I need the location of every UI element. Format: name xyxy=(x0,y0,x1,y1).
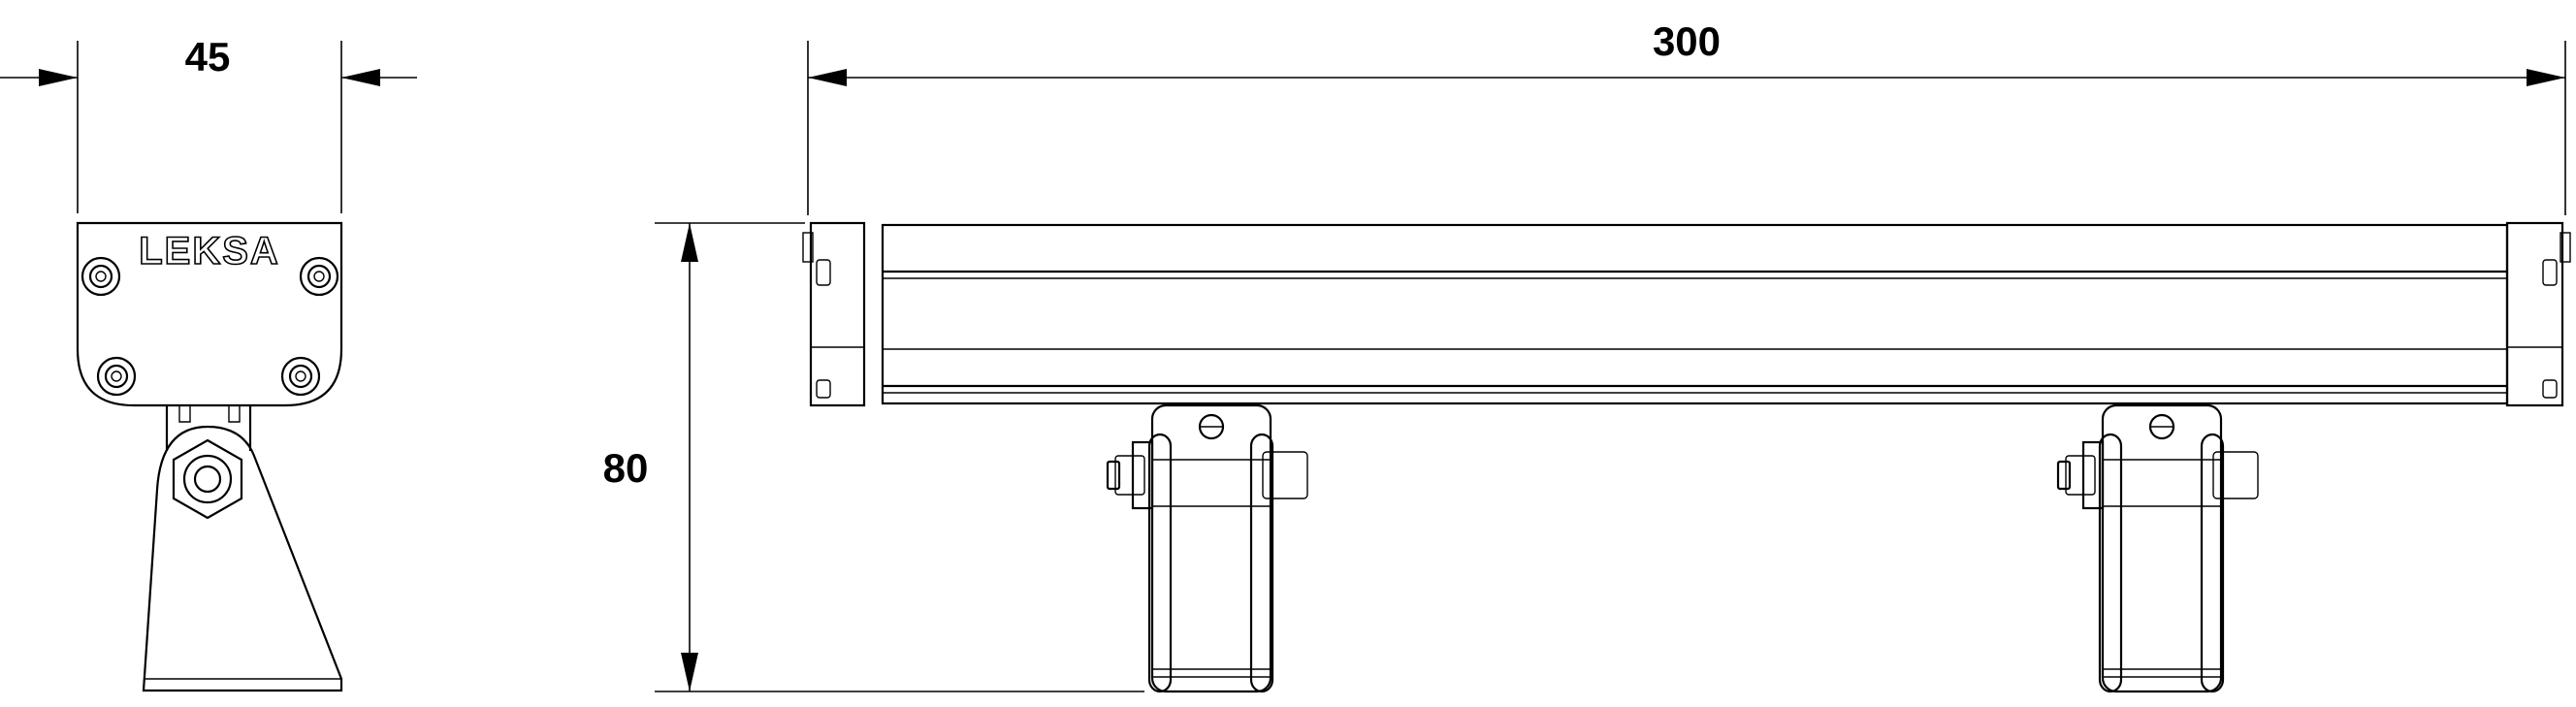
hex-bolt-icon xyxy=(172,438,243,520)
screw-icon xyxy=(80,256,121,297)
screw-icon xyxy=(299,256,339,297)
screw-icon xyxy=(96,356,137,397)
front-view: 300 80 xyxy=(603,18,2571,693)
screw-icon xyxy=(280,356,321,397)
dimension-length: 300 xyxy=(807,18,2566,215)
screw-icon xyxy=(2148,413,2175,440)
dimension-length-label: 300 xyxy=(1653,18,1721,64)
dimension-height-label: 80 xyxy=(603,445,649,491)
housing-end-cap xyxy=(76,221,343,407)
mounting-bracket xyxy=(1106,403,1308,693)
brand-logo: LEKSA xyxy=(139,230,280,273)
light-bar-body xyxy=(881,223,2509,405)
dimension-width-label: 45 xyxy=(185,34,231,80)
mounting-bracket xyxy=(2056,403,2259,693)
bracket-neck xyxy=(165,405,252,451)
dimension-width: 45 xyxy=(0,34,417,213)
mounting-bracket-side xyxy=(142,425,343,692)
screw-icon xyxy=(1198,413,1225,440)
left-end-cap xyxy=(802,221,866,407)
dimension-height: 80 xyxy=(603,222,1144,692)
side-view: 45 LEKSA xyxy=(0,34,417,692)
right-end-cap xyxy=(2505,221,2571,407)
